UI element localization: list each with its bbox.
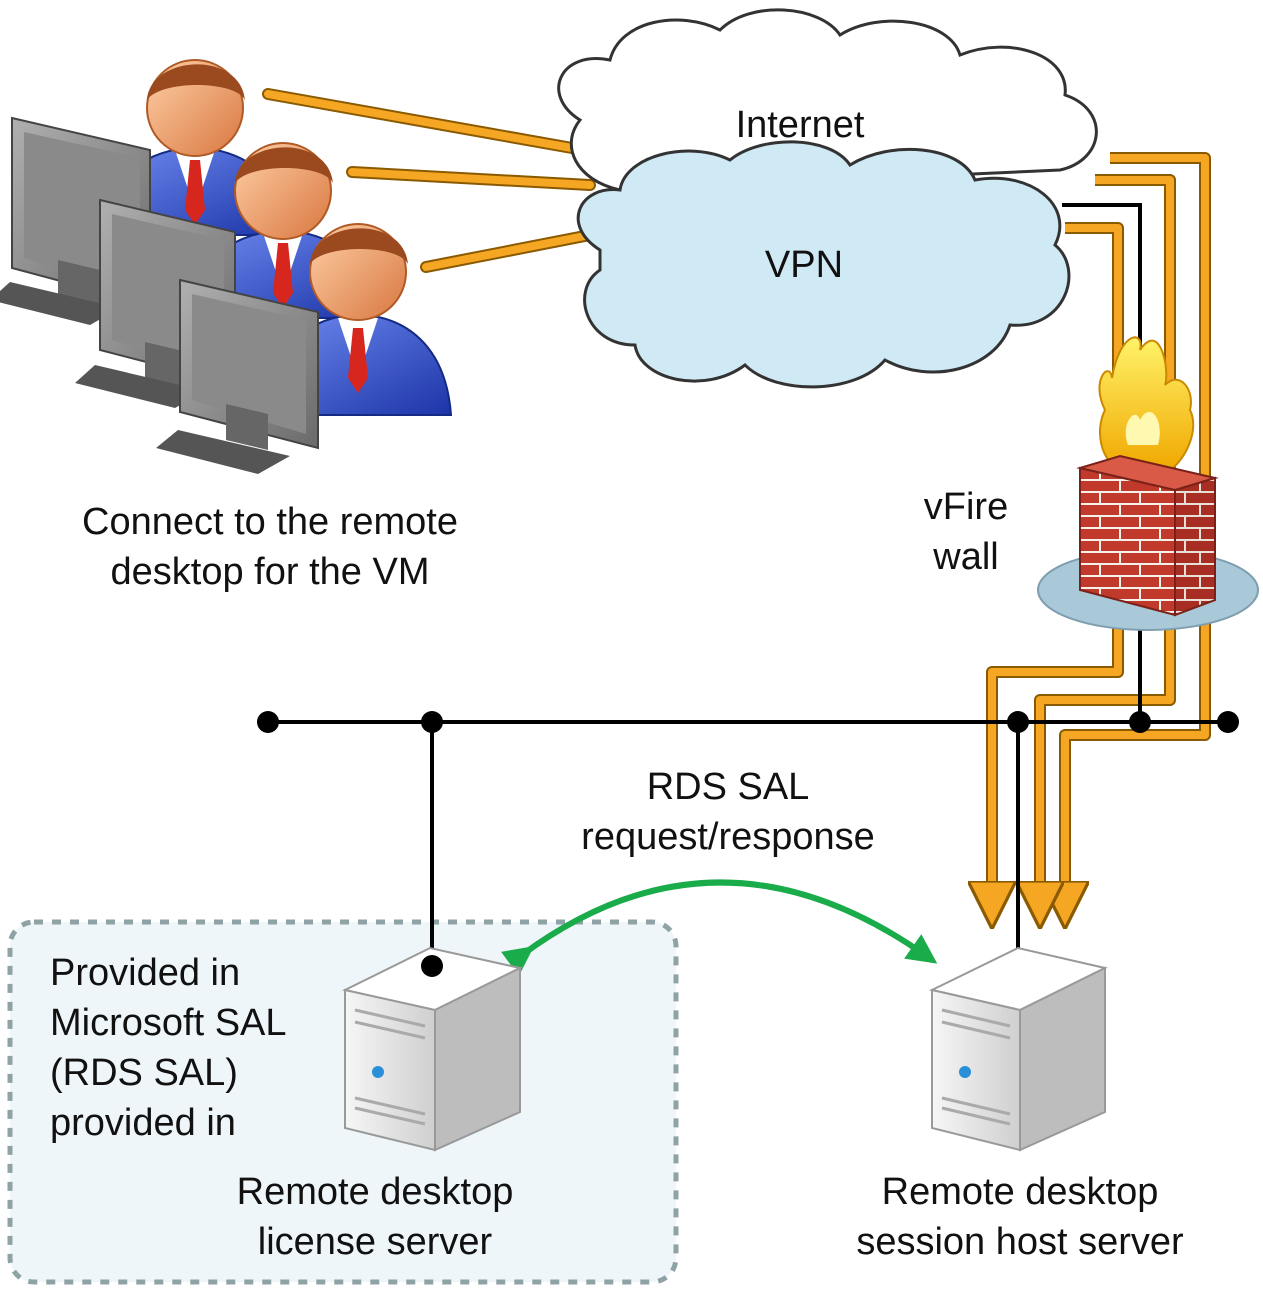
rds-sal-label-line2: request/response xyxy=(581,816,875,858)
internet-to-host-lines xyxy=(992,152,1211,905)
user-connection-lines xyxy=(262,88,596,273)
vpn-cloud-icon xyxy=(576,140,1071,389)
network-nodes xyxy=(257,711,1239,733)
firewall-icon xyxy=(1037,336,1259,631)
provided-note-line4: provided in xyxy=(50,1102,236,1144)
internet-cloud-icon xyxy=(557,8,1098,192)
provided-note-line1: Provided in xyxy=(50,952,241,994)
server-icon xyxy=(342,946,523,1152)
firewall-label-line1: vFire xyxy=(923,486,1009,528)
firewall-label-line2: wall xyxy=(933,536,999,578)
provided-note-line2: Microsoft SAL xyxy=(50,1002,287,1044)
users-caption-line1: Connect to the remote xyxy=(82,501,458,543)
users-group xyxy=(0,59,453,474)
provided-note-line3: (RDS SAL) xyxy=(50,1052,238,1094)
license-server-label-line2: license server xyxy=(257,1221,493,1263)
users-caption-line2: desktop for the VM xyxy=(110,551,430,593)
sal-request-response-arrow xyxy=(501,879,938,976)
internet-label: Internet xyxy=(735,104,865,146)
monitor-icon xyxy=(156,278,319,474)
server-icon xyxy=(929,946,1108,1152)
license-server-label-line1: Remote desktop xyxy=(236,1171,514,1213)
vpn-label: VPN xyxy=(764,244,844,286)
session-host-label-line2: session host server xyxy=(856,1221,1184,1263)
rds-sal-label-line1: RDS SAL xyxy=(646,766,810,808)
session-host-label-line1: Remote desktop xyxy=(881,1171,1159,1213)
